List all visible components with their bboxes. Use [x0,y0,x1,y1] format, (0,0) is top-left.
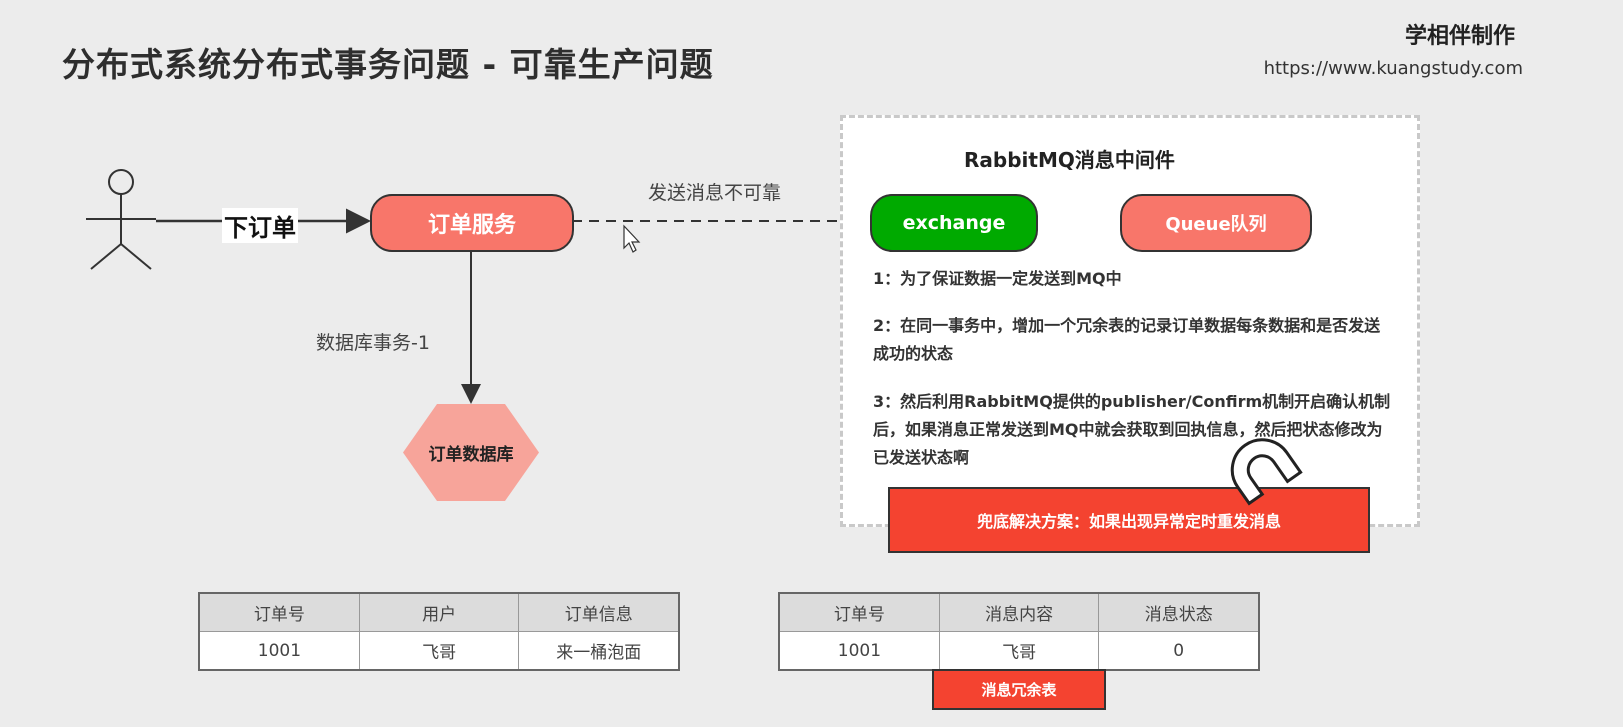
table-row: 1001 飞哥 来一桶泡面 [198,631,680,671]
fallback-solution-box: 兜底解决方案：如果出现异常定时重发消息 [888,487,1370,553]
table-cell: 来一桶泡面 [518,631,680,671]
table-header-row: 订单号 用户 订单信息 [198,592,680,632]
db-transaction-label: 数据库事务-1 [316,332,430,354]
message-table-caption: 消息冗余表 [932,669,1106,710]
table-cell: 0 [1098,631,1260,671]
user-actor-icon [86,169,156,270]
table-cell: 飞哥 [938,631,1100,671]
table-row: 1001 飞哥 0 [778,631,1260,671]
retry-hook-icon [1230,438,1303,506]
order-service-node: 订单服务 [370,194,574,252]
note-2: 2：在同一事务中，增加一个冗余表的记录订单数据每条数据和是否发送成功的状态 [873,316,1381,363]
mouse-cursor-icon [623,224,641,253]
table-header-cell: 订单号 [778,592,940,632]
table-header-cell: 订单号 [198,592,360,632]
table-header-cell: 用户 [358,592,520,632]
table-cell: 飞哥 [358,631,520,671]
brand-name: 学相伴制作 [1404,24,1515,49]
place-order-label: 下订单 [222,208,298,243]
exchange-node: exchange [870,194,1038,252]
note-3: 3：然后利用RabbitMQ提供的publisher/Confirm机制开启确认… [873,392,1391,467]
page-title: 分布式系统分布式事务问题 - 可靠生产问题 [62,45,714,84]
note-1: 1：为了保证数据一定发送到MQ中 [873,269,1122,288]
table-header-cell: 消息内容 [938,592,1100,632]
send-unreliable-label: 发送消息不可靠 [648,182,782,204]
rabbitmq-title: RabbitMQ消息中间件 [964,148,1175,172]
brand-url: https://www.kuangstudy.com [1263,58,1523,79]
order-table: 订单号 用户 订单信息 1001 飞哥 来一桶泡面 [198,592,680,671]
table-header-row: 订单号 消息内容 消息状态 [778,592,1260,632]
table-header-cell: 订单信息 [518,592,680,632]
table-cell: 1001 [778,631,940,671]
message-redundancy-table: 订单号 消息内容 消息状态 1001 飞哥 0 [778,592,1260,671]
table-header-cell: 消息状态 [1098,592,1260,632]
table-cell: 1001 [198,631,360,671]
queue-node: Queue队列 [1120,194,1312,252]
rabbitmq-container [840,115,1420,527]
